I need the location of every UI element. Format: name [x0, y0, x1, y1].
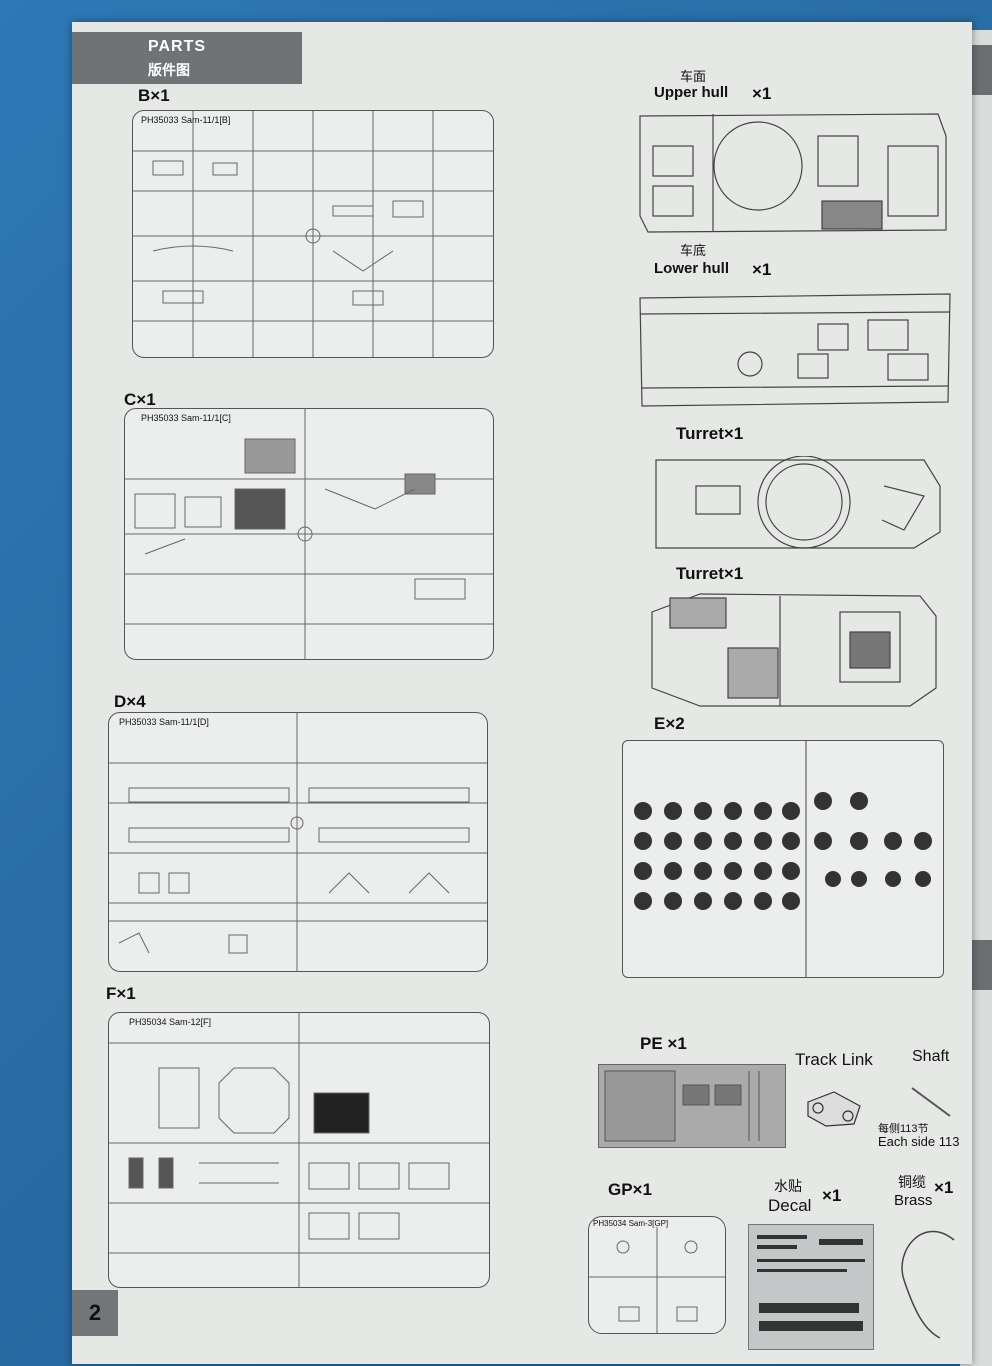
upper-hull-drawing [639, 113, 947, 233]
page-number: 2 [72, 1290, 118, 1336]
sprue-b-drawing [133, 111, 493, 357]
shaft-drawing [911, 1087, 951, 1117]
sprue-d-code: PH35033 Sam-11/1[D] [119, 717, 209, 727]
lower-hull-cn: 车底 [680, 243, 707, 258]
decal-en: Decal [768, 1196, 812, 1215]
decal-sheet-drawing [757, 1235, 865, 1331]
turret-1-label: Turret×1 [676, 424, 744, 443]
sprue-e-drawing [634, 741, 932, 977]
each-side-cn: 每侧113节 [878, 1123, 929, 1135]
page-title: PARTS [148, 38, 207, 55]
sprue-b-label: B×1 [138, 86, 170, 105]
sprue-c-code: PH35033 Sam-11/1[C] [141, 413, 231, 423]
lower-hull-drawing [639, 293, 951, 407]
lower-hull-label: Lower hull [654, 260, 729, 277]
sprue-c-drawing [125, 409, 493, 659]
sprue-d-label: D×4 [114, 692, 146, 711]
sprue-c: PH35033 Sam-11/1[C] [124, 408, 494, 660]
brass-cn: 铜缆 [898, 1174, 926, 1190]
pe-fret [598, 1064, 786, 1148]
brass-qty: ×1 [934, 1178, 954, 1197]
each-side-en: Each side 113 [878, 1134, 960, 1149]
sprue-e-label: E×2 [654, 714, 685, 733]
instruction-page: PARTS 版件图 B×1 PH35033 Sam-11/1[B] C×1 [72, 22, 972, 1364]
upper-hull-label: Upper hull [654, 84, 729, 101]
sprue-f-label: F×1 [106, 984, 136, 1003]
header-bar [72, 32, 302, 84]
sprue-e [622, 740, 944, 978]
sprue-b-code: PH35033 Sam-11/1[B] [141, 115, 231, 125]
decal-qty: ×1 [822, 1186, 842, 1205]
gp-code: PH35034 Sam-3[GP] [593, 1219, 669, 1228]
sprue-c-label: C×1 [124, 390, 156, 409]
track-link-drawing [807, 1091, 861, 1127]
pe-fret-drawing [604, 1070, 760, 1142]
turret-2-drawing [651, 593, 937, 707]
gp-label: GP×1 [608, 1180, 652, 1199]
sprue-f-drawing [109, 1013, 489, 1287]
track-link-label: Track Link [795, 1050, 873, 1069]
lower-hull-qty: ×1 [752, 260, 772, 279]
decal-sheet [748, 1224, 874, 1350]
pe-label: PE ×1 [640, 1034, 687, 1053]
sprue-f-code: PH35034 Sam-12[F] [129, 1017, 212, 1027]
turret-2-label: Turret×1 [676, 564, 744, 583]
sprue-d-drawing [109, 713, 487, 971]
page-title-cn: 版件图 [148, 62, 190, 78]
brass-en: Brass [894, 1192, 933, 1209]
brass-cable-drawing [901, 1230, 955, 1339]
upper-hull-qty: ×1 [752, 84, 772, 103]
decal-cn: 水贴 [774, 1178, 802, 1194]
sprue-b: PH35033 Sam-11/1[B] [132, 110, 494, 358]
shaft-label: Shaft [912, 1048, 950, 1065]
sprue-gp: PH35034 Sam-3[GP] [588, 1216, 726, 1334]
sprue-f: PH35034 Sam-12[F] [108, 1012, 490, 1288]
upper-hull-cn: 车面 [680, 69, 707, 84]
turret-1-drawing [655, 456, 941, 549]
sprue-gp-drawing [589, 1227, 725, 1333]
sprue-d: PH35033 Sam-11/1[D] [108, 712, 488, 972]
